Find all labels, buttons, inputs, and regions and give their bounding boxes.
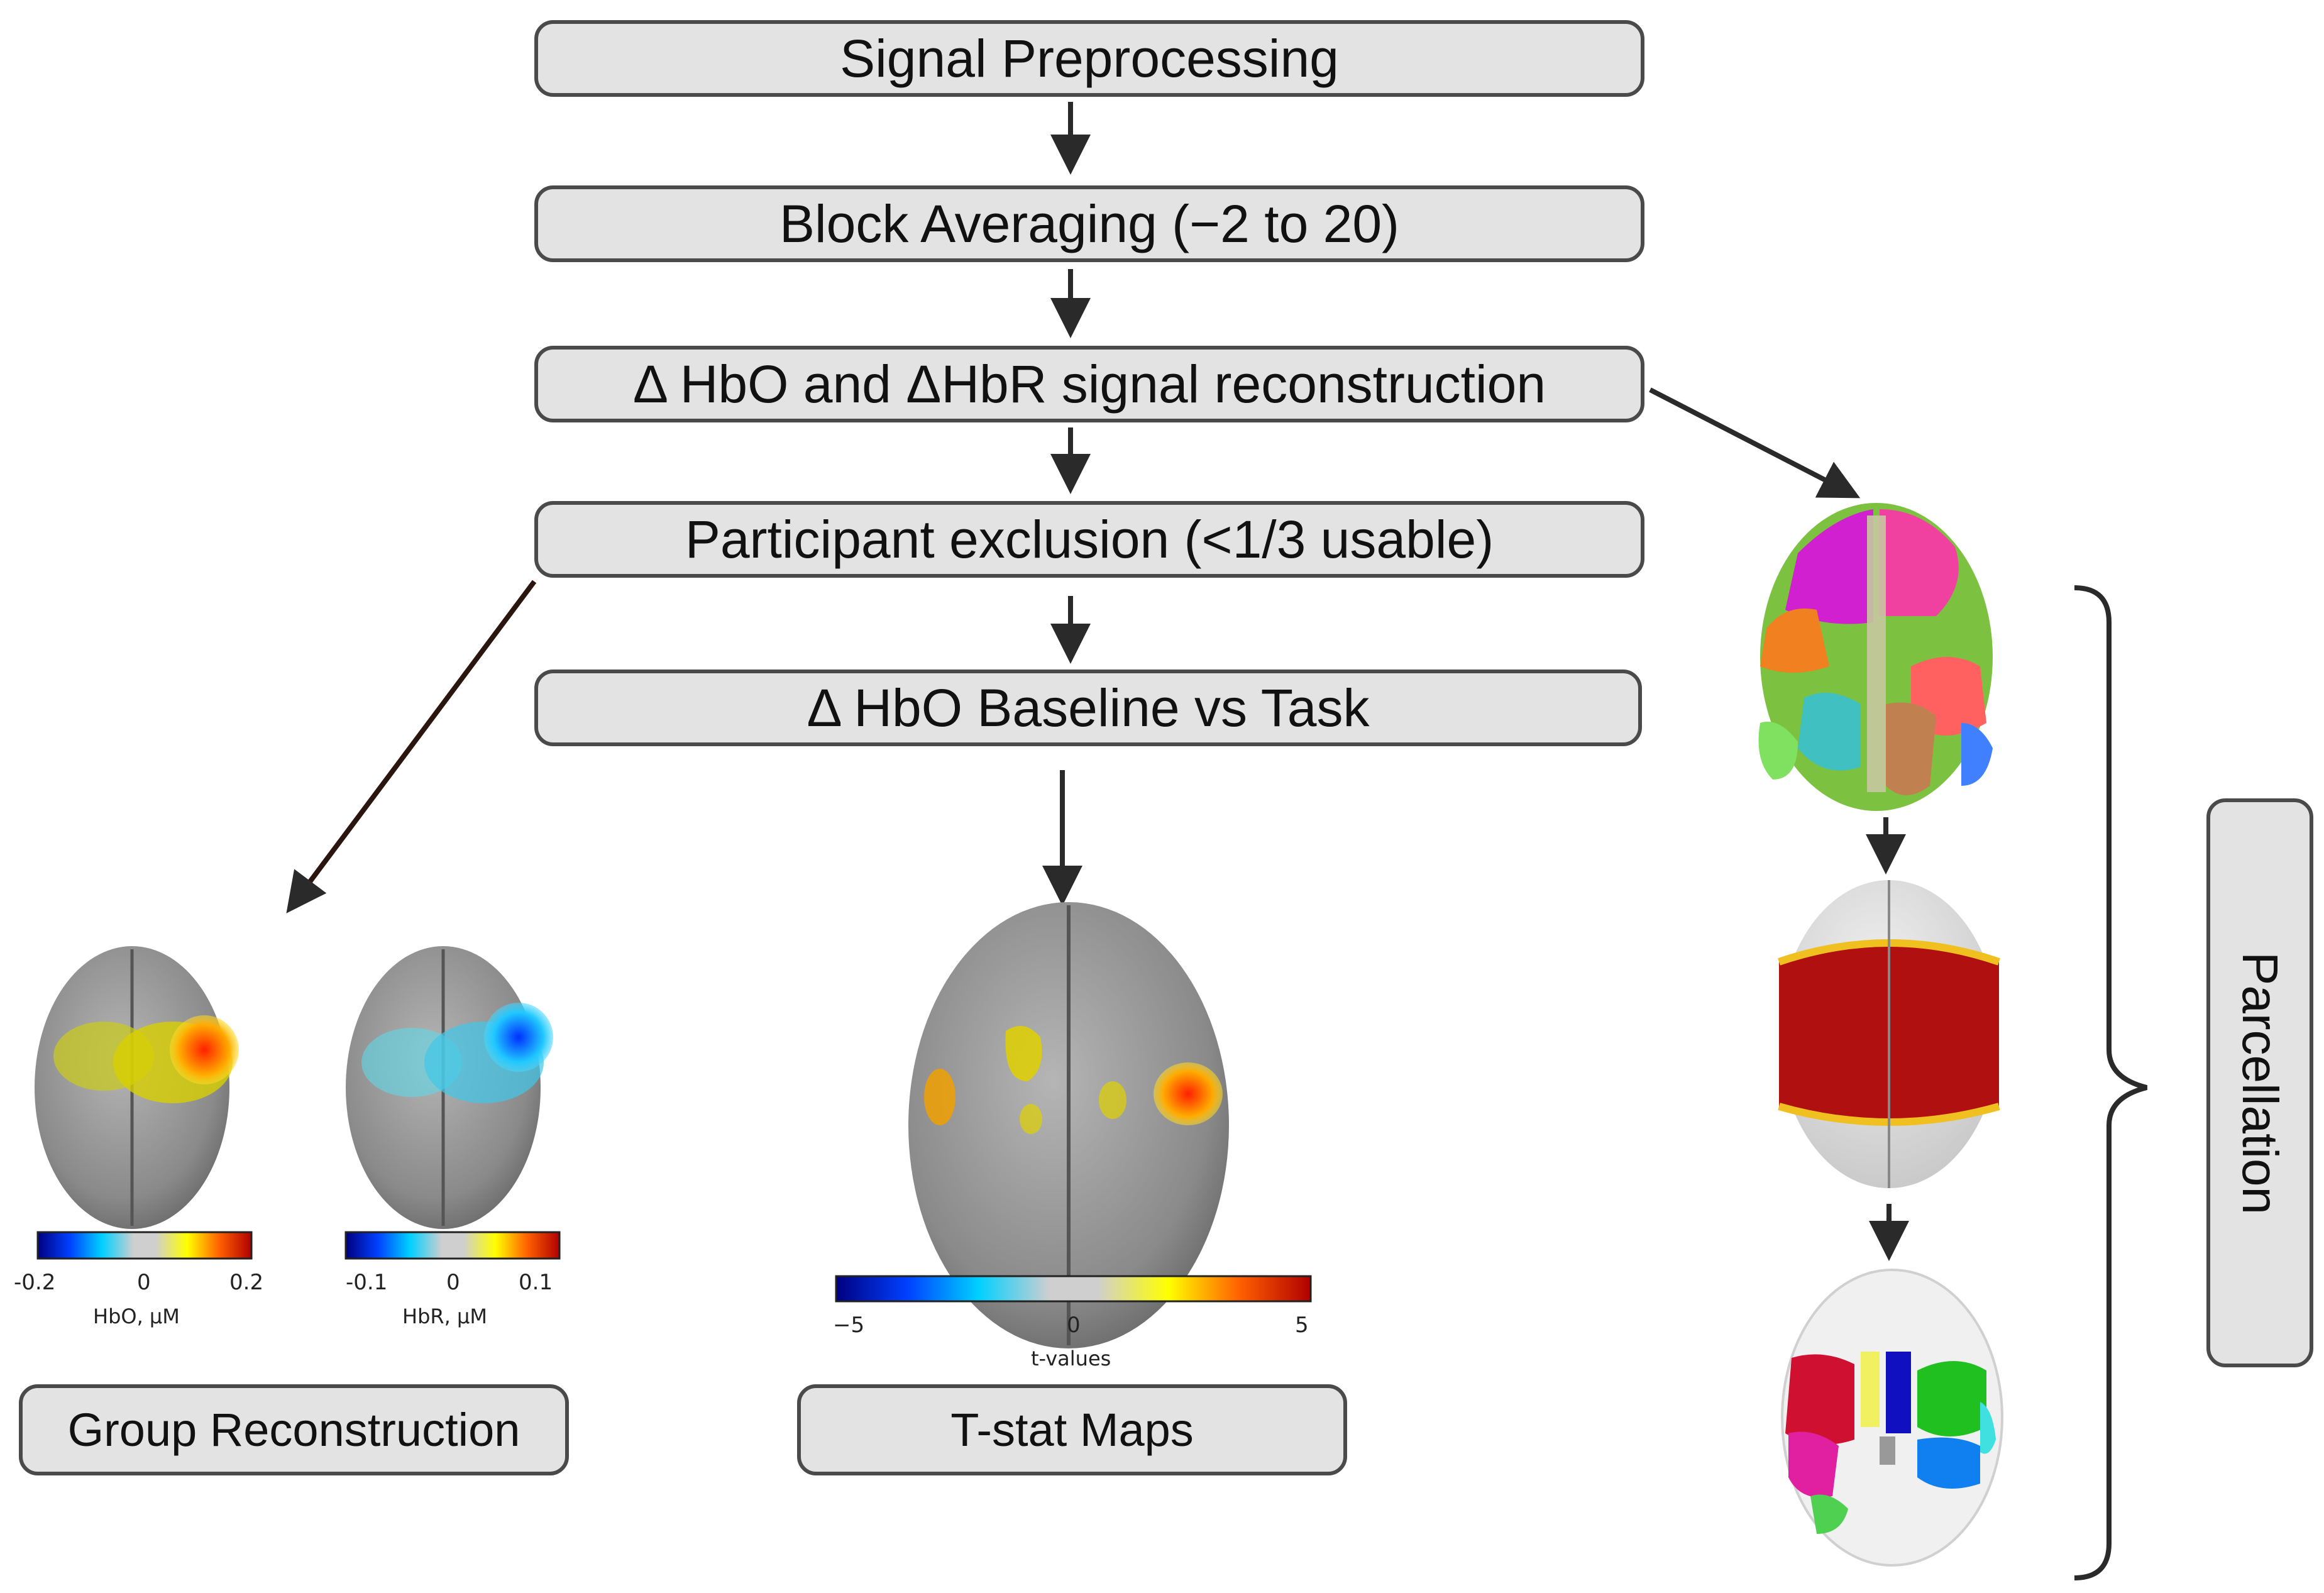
hbr-colorbar-label: HbR, μM [402,1304,487,1328]
tval-tick-min: −5 [833,1313,865,1338]
step-participant-exclusion: Participant exclusion (<1/3 usable) [534,501,1644,578]
arrow-4-group [286,580,537,913]
tstat-maps-label: T-stat Maps [950,1404,1194,1456]
parcellation-brace [2074,585,2147,1580]
step-block-averaging: Block Averaging (−2 to 20) [534,185,1644,262]
hbr-tick-max: 0.1 [519,1270,553,1295]
colorbar-tvalues [835,1275,1312,1303]
step-signal-reconstruction-label: Δ HbO and ΔHbR signal reconstruction [632,354,1546,414]
tstat-maps-box: T-stat Maps [797,1384,1347,1475]
brain-atlas-parcels [1758,503,1993,811]
group-reconstruction-label: Group Reconstruction [67,1404,520,1456]
colorbar-hbo [36,1231,253,1260]
hbo-tick-min: -0.2 [14,1270,56,1295]
tval-tick-max: 5 [1295,1313,1309,1338]
parcellation-box: Parcellation [2206,798,2313,1367]
colorbar-hbr [344,1231,561,1260]
step-signal-preprocessing: Signal Preprocessing [534,20,1644,97]
step-signal-preprocessing-label: Signal Preprocessing [840,28,1339,88]
tval-colorbar-label: t-values [1031,1347,1111,1370]
brain-selected-parcels [1781,1269,2003,1567]
hbo-tick-max: 0.2 [229,1270,264,1295]
hbo-tick-mid: 0 [137,1270,151,1295]
step-signal-reconstruction: Δ HbO and ΔHbR signal reconstruction [534,346,1644,422]
tval-tick-mid: 0 [1067,1313,1081,1338]
hbr-tick-min: -0.1 [346,1270,388,1295]
brain-hbr-map [346,946,553,1229]
step-baseline-vs-task-label: Δ HbO Baseline vs Task [807,678,1370,737]
hbo-colorbar-label: HbO, μM [93,1304,180,1328]
arrow-3-parcellation [1649,387,1861,499]
brain-tstat-map [908,902,1229,1348]
step-baseline-vs-task: Δ HbO Baseline vs Task [534,670,1642,746]
group-reconstruction-box: Group Reconstruction [19,1384,569,1475]
flow-arrows [286,102,1909,1261]
parcellation-label: Parcellation [2232,951,2288,1215]
brain-parcellation-activation [1778,880,2000,1188]
hbr-tick-mid: 0 [446,1270,460,1295]
step-block-averaging-label: Block Averaging (−2 to 20) [779,194,1400,253]
step-participant-exclusion-label: Participant exclusion (<1/3 usable) [685,509,1494,569]
brain-hbo-map [35,946,239,1229]
